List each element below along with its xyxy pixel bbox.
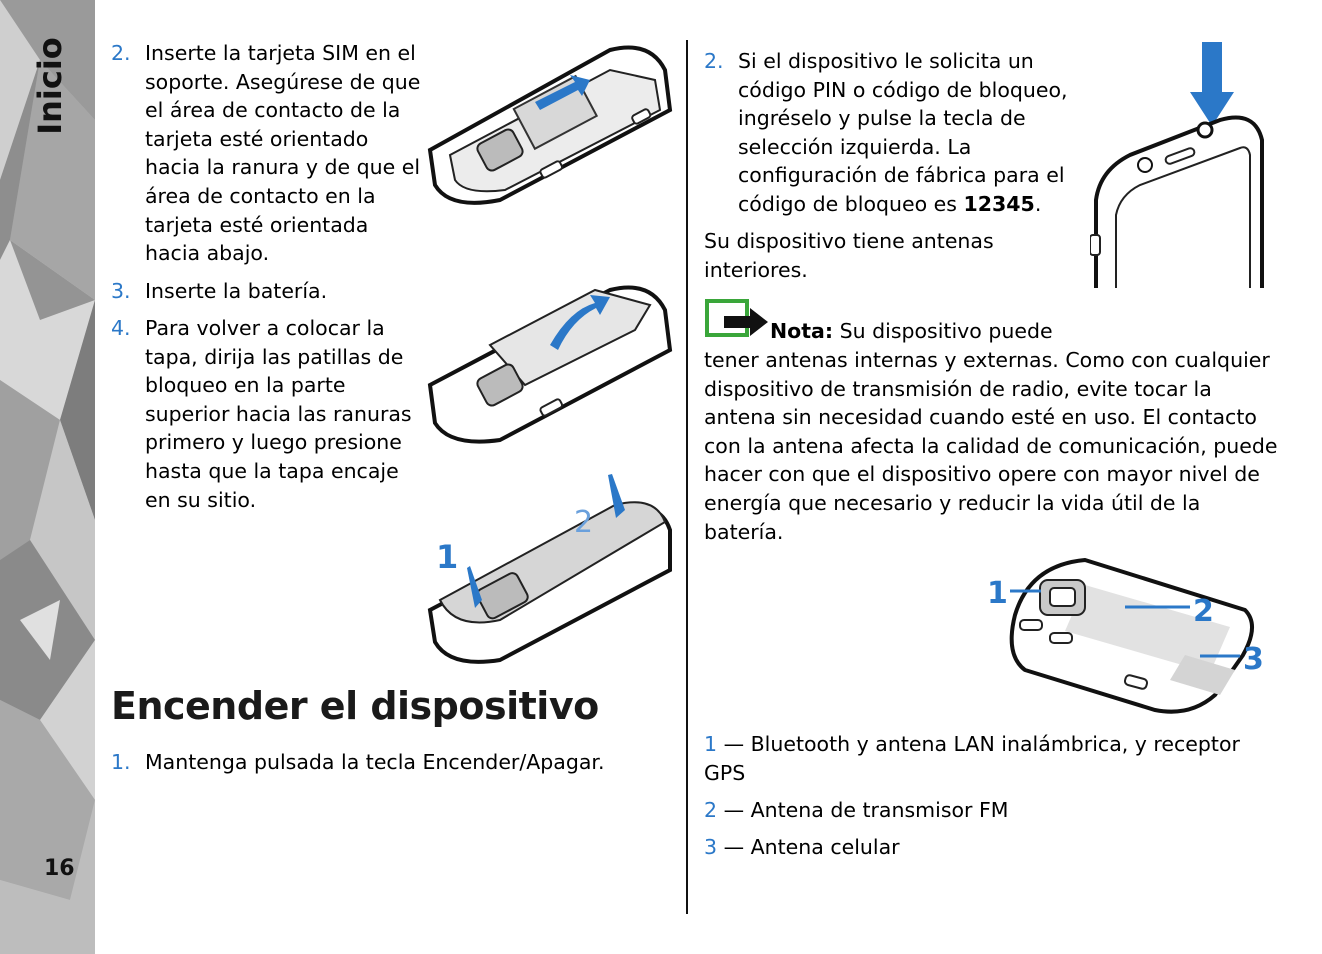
power-step-number: 1. (111, 750, 131, 774)
cover-figure-label-1: 1 (436, 538, 458, 576)
text-line: código PIN o código de bloqueo, (738, 77, 1068, 102)
legend-text: — Antena celular (717, 835, 900, 859)
text-line: hacia la ranura y de que el (145, 155, 421, 180)
text-line: tener antenas internas y externas. Como … (704, 348, 1270, 372)
text-line: selección izquierda. La (738, 134, 972, 159)
text-line: ingréselo y pulse la tecla de (738, 106, 1026, 131)
legend-number: 2 (704, 798, 718, 822)
text-line: en su sitio. (145, 487, 257, 512)
pin-step-text: Si el dispositivo le solicita un código … (738, 47, 1068, 219)
text-line: bloqueo en la parte (145, 373, 346, 398)
text-line: energía que necesario y reducir la vida … (704, 490, 1201, 515)
sim-insert-illustration (427, 45, 673, 205)
antenna-intro: Su dispositivo tiene antenas interiores. (704, 227, 994, 284)
step-2-number: 2. (111, 41, 131, 65)
text-line: dispositivo de transmisión de radio, evi… (704, 376, 1212, 401)
section-sidebar (0, 0, 95, 954)
text-line: Para volver a colocar la (145, 316, 385, 340)
antenna-figure-label-2: 2 (1193, 594, 1214, 629)
section-tab-label: Inicio (31, 37, 69, 135)
text-line: tapa, dirija las patillas de (145, 344, 404, 369)
note-icon (705, 299, 768, 337)
text-line: interiores. (704, 257, 808, 282)
cover-replace-illustration: 1 2 (427, 474, 672, 664)
step-3-number: 3. (111, 279, 131, 303)
text-line: hacia abajo. (145, 241, 270, 266)
text-line: antena sin necesidad cuando esté en uso.… (704, 405, 1257, 430)
text-line: primero y luego presione (145, 430, 402, 455)
legend-text-cont: GPS (704, 760, 746, 785)
text-line: Si el dispositivo le solicita un (738, 49, 1034, 73)
pin-step-number: 2. (704, 49, 724, 73)
legend-number: 3 (704, 835, 718, 859)
text-fragment: código de bloqueo es (738, 191, 964, 216)
cover-figure-label-2: 2 (574, 505, 593, 540)
antenna-figure-label-3: 3 (1243, 642, 1264, 677)
text-line: hasta que la tapa encaje (145, 458, 399, 483)
note-first-line: Nota: Su dispositivo puede (770, 317, 1053, 346)
column-divider (686, 40, 688, 914)
text-line: el área de contacto de la (145, 98, 401, 123)
battery-insert-illustration (427, 285, 673, 444)
antenna-figure-label-1: 1 (987, 576, 1008, 611)
section-heading: Encender el dispositivo (111, 684, 599, 728)
text-line: configuración de fábrica para el (738, 163, 1065, 188)
text-line: código de bloqueo es 12345. (738, 190, 1068, 219)
phone-top-illustration (1090, 42, 1264, 288)
text-line: superior hacia las ranuras (145, 401, 412, 426)
text-fragment: . (1034, 191, 1042, 216)
legend-text: — Bluetooth y antena LAN inalámbrica, y … (717, 732, 1240, 756)
text-line: Inserte la tarjeta SIM en el (145, 41, 416, 65)
note-body: tener antenas internas y externas. Como … (704, 346, 1277, 546)
text-line: soporte. Asegúrese de que (145, 69, 421, 94)
text-line: hacer con que el dispositivo opere con m… (704, 462, 1260, 487)
note-label: Nota: (770, 319, 834, 343)
step-3-text: Inserte la batería. (145, 279, 328, 303)
power-step-text: Mantenga pulsada la tecla Encender/Apaga… (145, 750, 605, 774)
legend-text: — Antena de transmisor FM (717, 798, 1009, 822)
text-line: con la antena afecta la calidad de comun… (704, 433, 1278, 458)
legend-item-1: 1 — Bluetooth y antena LAN inalámbrica, … (704, 730, 1240, 787)
text-line: 1 — Bluetooth y antena LAN inalámbrica, … (704, 730, 1240, 759)
text-line: batería. (704, 519, 784, 544)
sidebar-pattern (0, 0, 95, 954)
text-fragment: Su dispositivo puede (833, 319, 1053, 343)
step-4-number: 4. (111, 316, 131, 340)
text-line: Su dispositivo tiene antenas (704, 229, 994, 253)
step-4-text: Para volver a colocar la tapa, dirija la… (145, 314, 412, 514)
legend-number: 1 (704, 732, 718, 756)
page-number: 16 (44, 856, 75, 881)
text-line: tarjeta esté orientada (145, 212, 369, 237)
legend-item-2: 2 — Antena de transmisor FM (704, 796, 1008, 825)
text-line: área de contacto en la (145, 183, 376, 208)
default-lock-code: 12345 (963, 191, 1035, 216)
section-tab: Inicio (22, 36, 78, 136)
text-line: tarjeta esté orientado (145, 126, 369, 151)
legend-item-3: 3 — Antena celular (704, 833, 900, 862)
step-2-text: Inserte la tarjeta SIM en el soporte. As… (145, 39, 420, 268)
antenna-location-illustration: 1 2 3 (987, 557, 1264, 714)
